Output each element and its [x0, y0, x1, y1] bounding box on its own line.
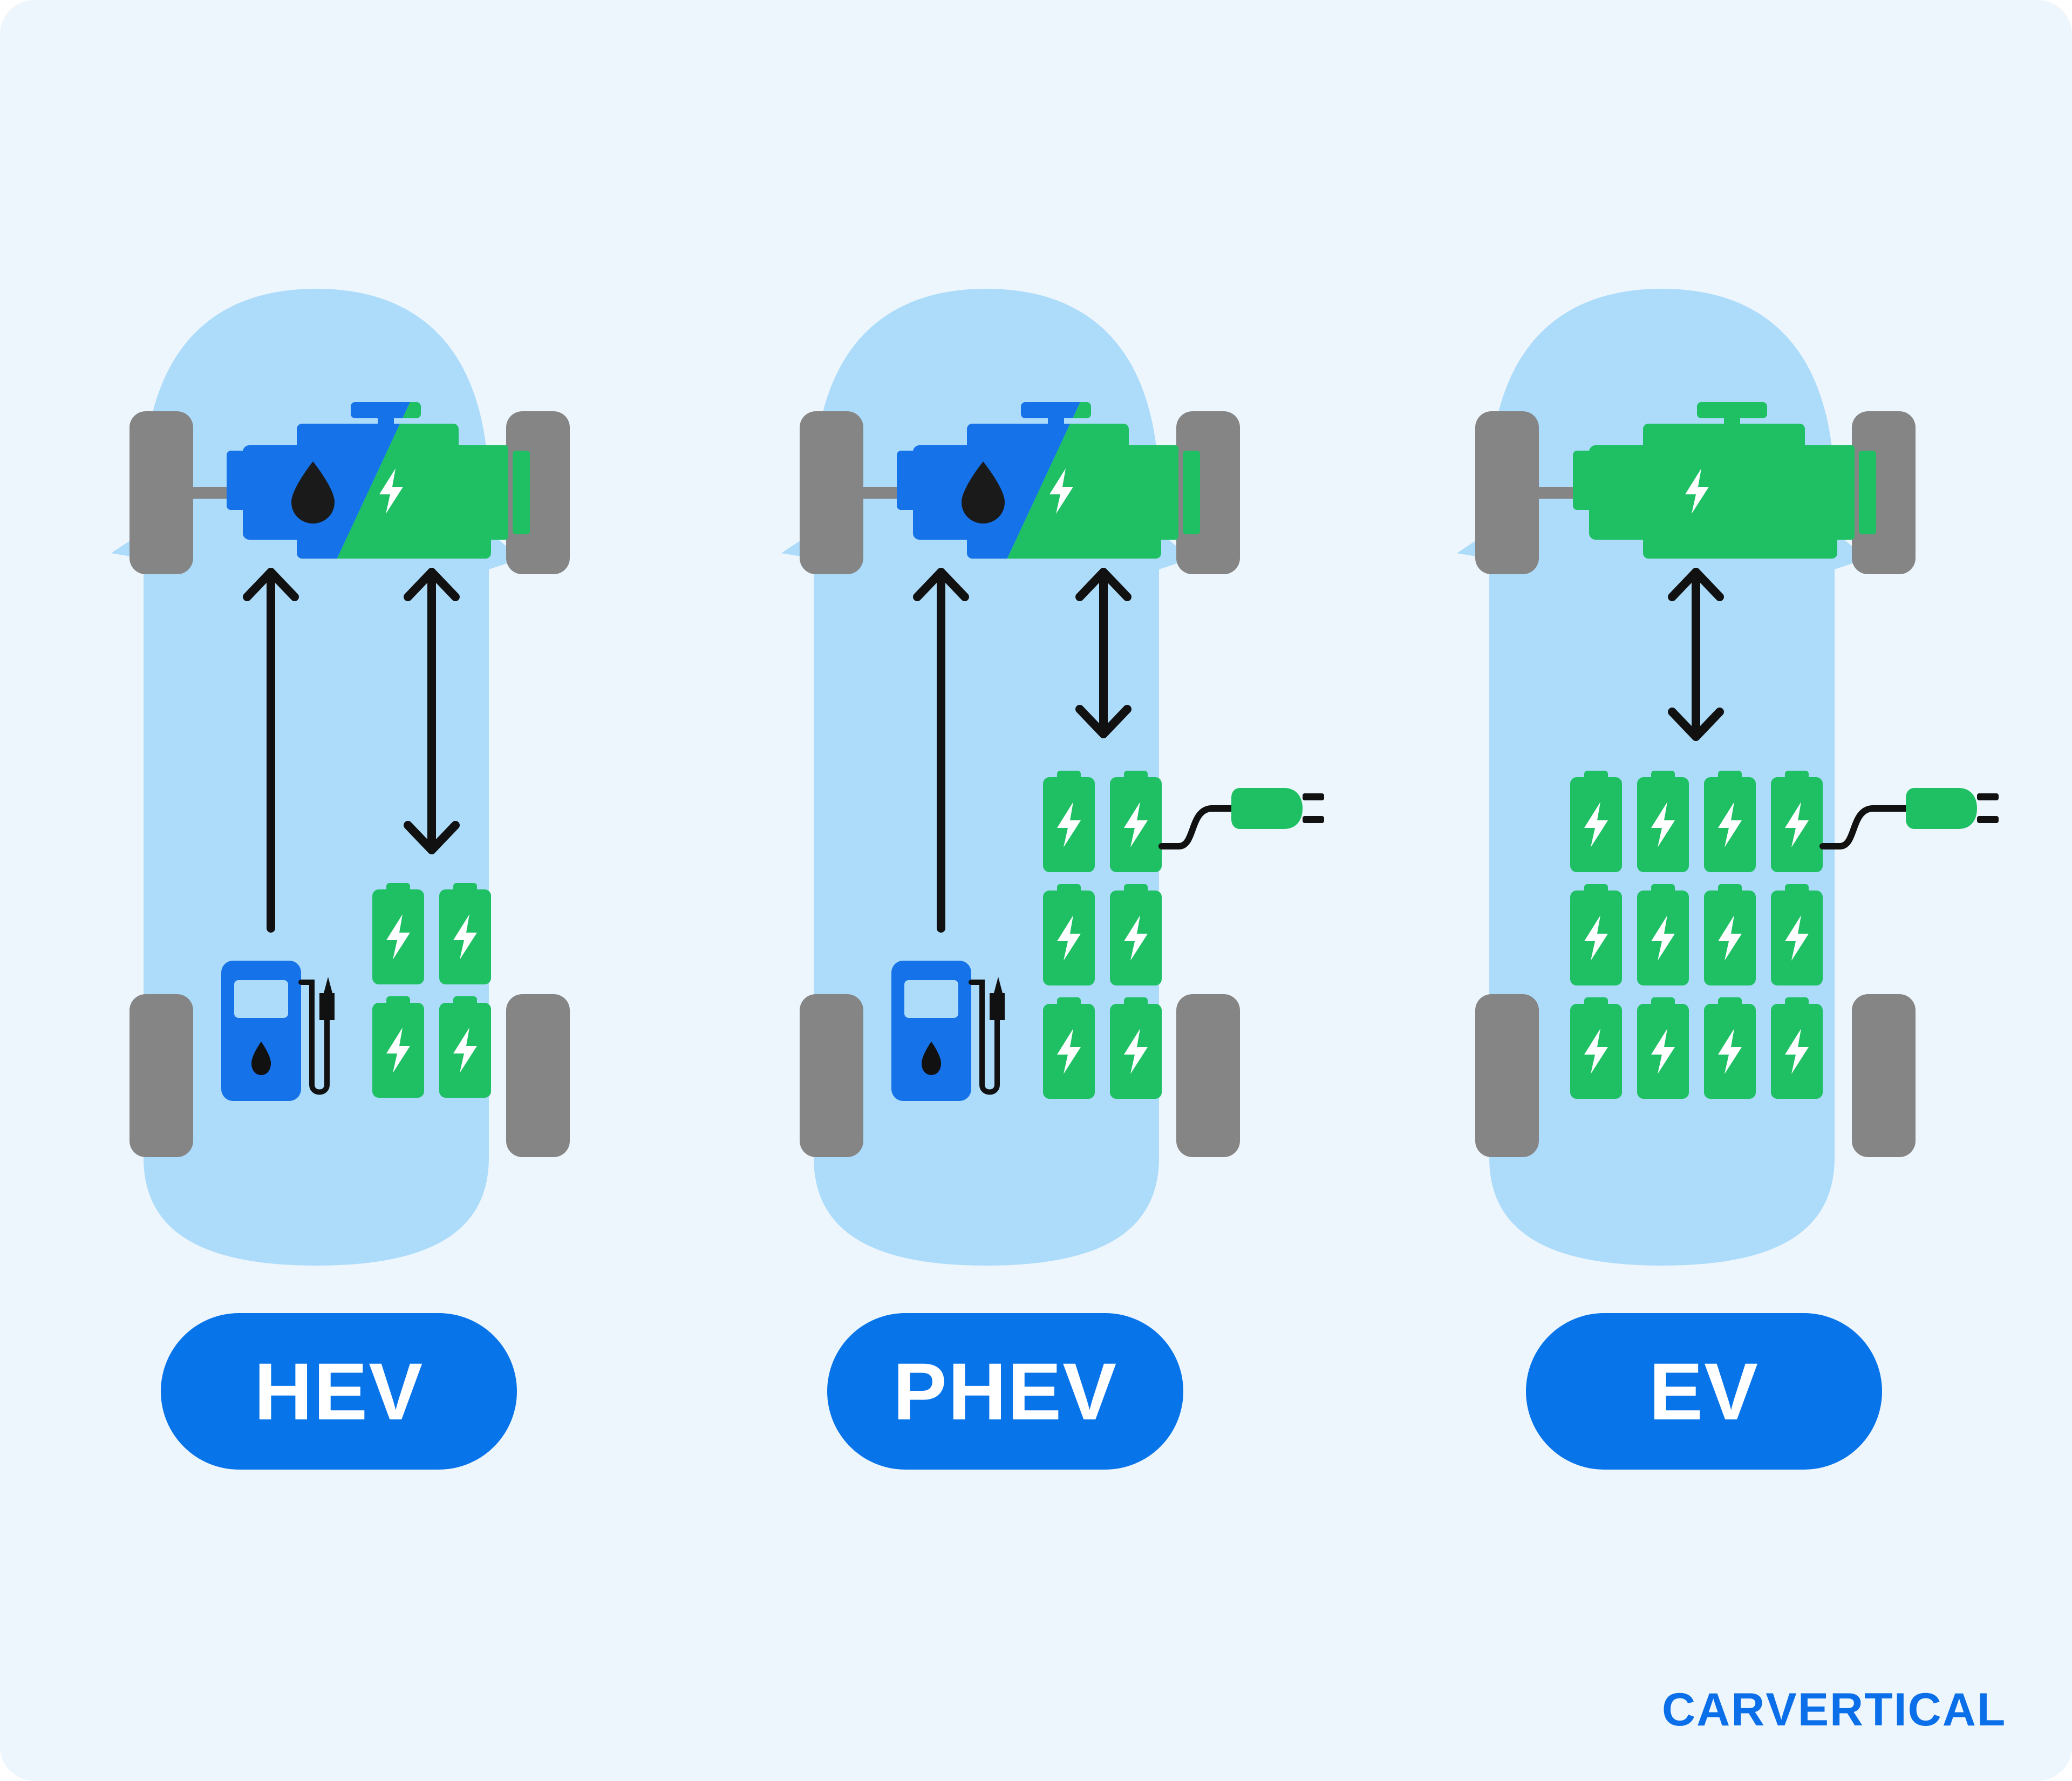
hybrid-engine-icon	[227, 402, 530, 559]
hev-label-text: HEV	[254, 1345, 424, 1437]
fuel-pump-icon	[221, 961, 335, 1101]
hybrid-engine-icon	[897, 402, 1200, 559]
phev-label: PHEV	[827, 1313, 1183, 1470]
wheel-front-left	[800, 411, 863, 574]
phev-fuel-arrow	[917, 568, 965, 933]
phev-label-text: PHEV	[892, 1345, 1118, 1437]
wheel-rear-left	[130, 994, 193, 1157]
wheel-rear-left	[1475, 994, 1539, 1157]
wheel-front-left	[1475, 411, 1539, 574]
brand-part1: CAR	[1662, 1683, 1766, 1736]
phev-battery-arrow	[1080, 568, 1127, 738]
electric-motor-icon	[1573, 402, 1876, 559]
hev-label: HEV	[161, 1313, 517, 1470]
ev-battery-arrow	[1672, 568, 1720, 741]
wheel-rear-right	[1852, 994, 1916, 1157]
wheel-rear-left	[800, 994, 863, 1157]
hev-fuel-arrow	[247, 568, 295, 933]
ev-label: EV	[1526, 1313, 1882, 1470]
fuel-pump-icon	[891, 961, 1005, 1101]
charging-plug-icon	[1819, 788, 1999, 849]
charging-plug-icon	[1158, 788, 1324, 849]
wheel-rear-right	[506, 994, 570, 1157]
brand-part2: VERTICAL	[1766, 1683, 2007, 1736]
ev-label-text: EV	[1648, 1345, 1760, 1437]
wheel-rear-right	[1176, 994, 1240, 1157]
wheel-front-left	[130, 411, 193, 574]
hev-battery-arrow	[408, 568, 455, 854]
